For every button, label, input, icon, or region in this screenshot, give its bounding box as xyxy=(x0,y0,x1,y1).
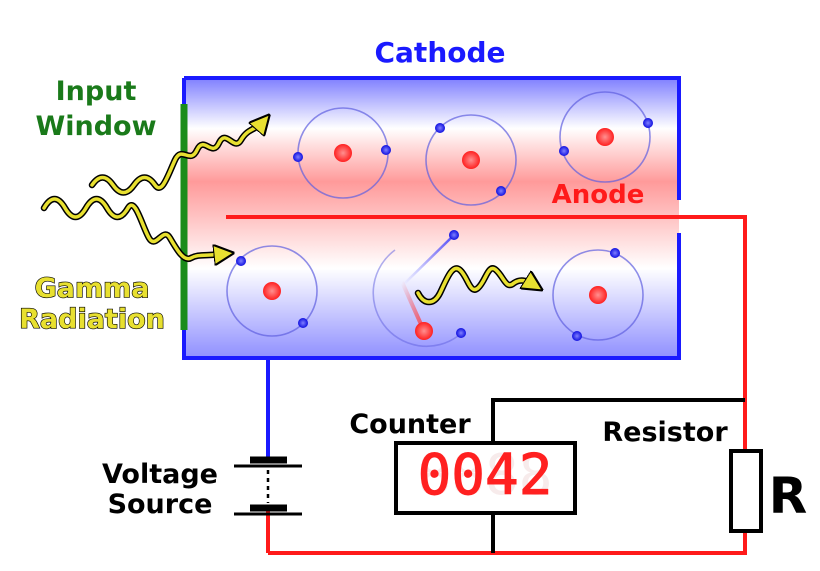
atom-ionized xyxy=(372,230,466,348)
atom-3 xyxy=(559,91,653,183)
gamma-ray-3-fill xyxy=(416,266,534,304)
cathode-label: Cathode xyxy=(374,36,505,69)
atom-1 xyxy=(293,107,391,199)
voltage-source-symbol xyxy=(234,456,302,516)
counter-display-digits: 0042 xyxy=(418,443,553,508)
gamma-label-line2: Radiation xyxy=(19,304,165,335)
resistor-body xyxy=(729,449,763,533)
counter-display-box xyxy=(394,441,577,515)
input-window-label-line1: Input xyxy=(56,76,137,107)
resistor-symbol-label: R xyxy=(769,467,808,525)
atom-5 xyxy=(552,248,644,341)
voltage-source-label-line1: Voltage xyxy=(102,459,218,490)
counter-display-ghost: 8888 xyxy=(418,443,553,508)
signal-wire-top xyxy=(491,398,745,443)
gamma-ray-1-fill xyxy=(90,122,263,195)
gamma-ray-2-fill xyxy=(42,197,224,259)
input-window-label-line2: Window xyxy=(35,111,156,142)
gamma-label-line1: Gamma xyxy=(35,273,150,304)
atom-4 xyxy=(226,245,318,337)
voltage-source-label-line2: Source xyxy=(108,489,213,520)
anode-wire xyxy=(226,215,747,555)
atom-2 xyxy=(425,114,517,206)
anode-label: Anode xyxy=(552,180,645,210)
counter-label: Counter xyxy=(349,409,471,440)
resistor-label: Resistor xyxy=(602,417,728,448)
